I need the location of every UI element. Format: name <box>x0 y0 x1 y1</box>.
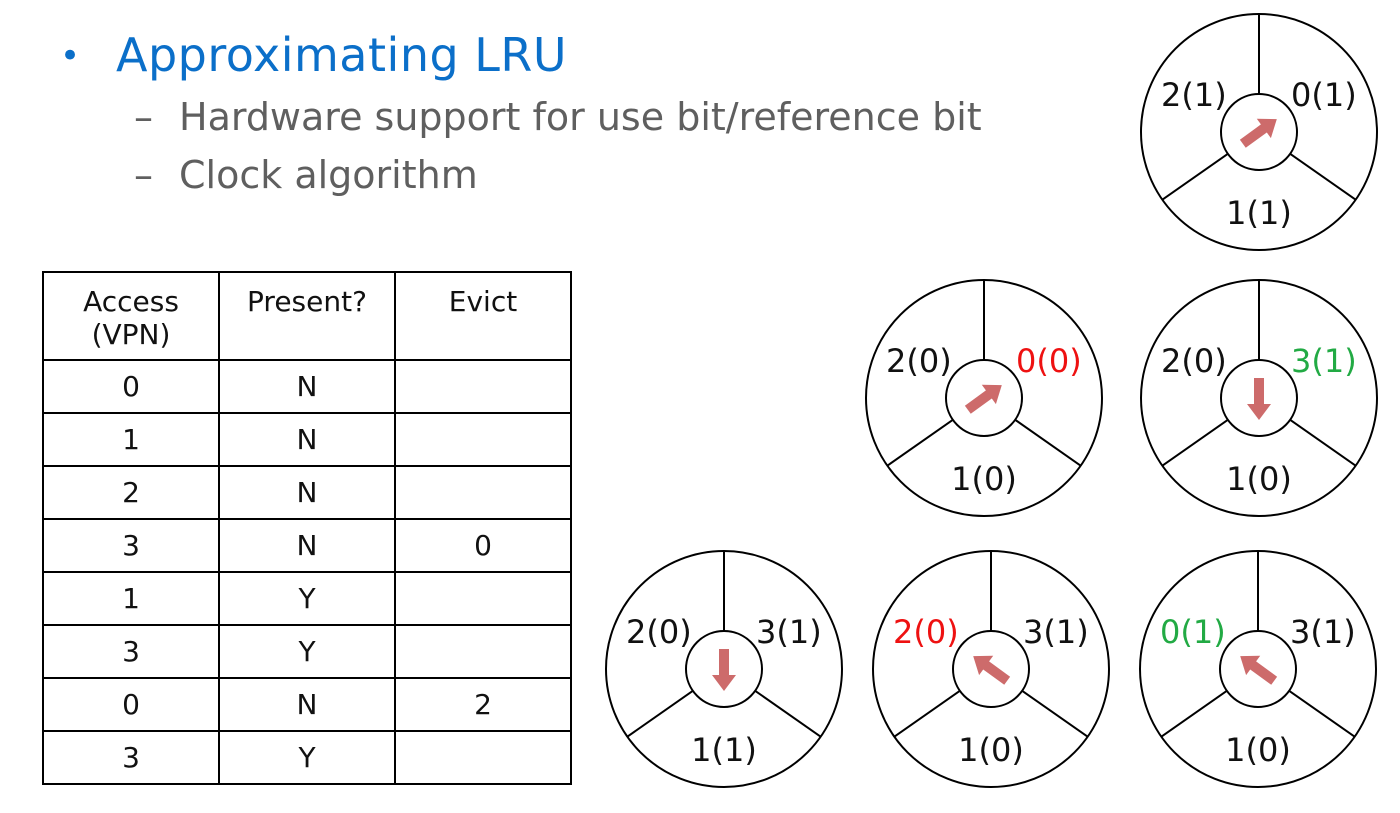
clock-pointer-arrow <box>1247 378 1271 420</box>
cell-evict <box>394 571 572 626</box>
cell-present: Y <box>218 571 396 626</box>
clock-label-right: 0(1) <box>1291 76 1357 114</box>
cell-present: N <box>218 465 396 520</box>
clock-label-bottom: 1(0) <box>1226 460 1292 498</box>
cell-evict <box>394 624 572 679</box>
clock-3: 2(0) 3(1) 1(0) <box>1140 279 1378 517</box>
cell-present: Y <box>218 730 396 785</box>
clock-divider <box>1288 689 1356 738</box>
cell-evict <box>394 730 572 785</box>
clock-pointer-arrow <box>1240 655 1278 685</box>
cell-present: N <box>218 677 396 732</box>
cell-access: 1 <box>42 412 220 467</box>
cell-access: 0 <box>42 359 220 414</box>
clock-label-right: 3(1) <box>1290 613 1356 651</box>
cell-present: N <box>218 359 396 414</box>
clock-label-right: 3(1) <box>1023 613 1089 651</box>
cell-present: N <box>218 518 396 573</box>
cell-access: 3 <box>42 518 220 573</box>
sub-item-hardware: –Hardware support for use bit/reference … <box>134 95 982 139</box>
cell-evict <box>394 359 572 414</box>
clock-label-left: 2(1) <box>1161 76 1227 114</box>
bullet-dot: • <box>60 36 81 76</box>
clock-6: 0(1) 3(1) 1(0) <box>1139 550 1377 788</box>
clock-label-left: 2(0) <box>626 613 692 651</box>
clock-divider <box>1160 689 1228 738</box>
clock-label-left: 2(0) <box>886 342 952 380</box>
clock-divider <box>1014 418 1082 467</box>
cell-present: Y <box>218 624 396 679</box>
table-header-row: Access (VPN) Present? Evict <box>42 271 572 361</box>
cell-present: N <box>218 412 396 467</box>
clock-pointer-arrow <box>964 384 1002 414</box>
clock-divider <box>886 418 954 467</box>
clock-label-left: 2(0) <box>1161 342 1227 380</box>
clock-divider <box>1289 152 1357 201</box>
clock-label-bottom: 1(0) <box>958 731 1024 769</box>
clock-divider <box>626 689 694 738</box>
cell-access: 1 <box>42 571 220 626</box>
clock-label-right: 3(1) <box>1291 342 1357 380</box>
clock-label-left: 2(0) <box>893 613 959 651</box>
clock-label-bottom: 1(1) <box>1226 194 1292 232</box>
clock-2: 2(0) 0(0) 1(0) <box>865 279 1103 517</box>
clock-1: 2(1) 0(1) 1(1) <box>1140 13 1378 251</box>
clock-label-right: 3(1) <box>756 613 822 651</box>
clock-label-left: 0(1) <box>1160 613 1226 651</box>
clock-4: 2(0) 3(1) 1(1) <box>605 550 843 788</box>
sub-item-text: Clock algorithm <box>179 153 478 197</box>
cell-access: 3 <box>42 730 220 785</box>
header-present: Present? <box>218 271 396 361</box>
slide-heading: Approximating LRU <box>116 28 568 82</box>
clock-pointer-arrow <box>712 649 736 691</box>
clock-divider <box>754 689 822 738</box>
cell-evict: 2 <box>394 677 572 732</box>
clock-label-bottom: 1(1) <box>691 731 757 769</box>
sub-item-clock: –Clock algorithm <box>134 153 478 197</box>
clock-label-right: 0(0) <box>1016 342 1082 380</box>
clock-label-bottom: 1(0) <box>951 460 1017 498</box>
cell-evict <box>394 412 572 467</box>
clock-pointer-arrow <box>1239 118 1277 148</box>
cell-access: 3 <box>42 624 220 679</box>
cell-access: 0 <box>42 677 220 732</box>
clock-divider <box>1161 152 1229 201</box>
header-access: Access (VPN) <box>42 271 220 361</box>
cell-evict <box>394 465 572 520</box>
clock-divider <box>893 689 961 738</box>
clock-divider <box>1161 418 1229 467</box>
header-evict: Evict <box>394 271 572 361</box>
clock-5: 2(0) 3(1) 1(0) <box>872 550 1110 788</box>
cell-access: 2 <box>42 465 220 520</box>
sub-item-text: Hardware support for use bit/reference b… <box>179 95 982 139</box>
cell-evict: 0 <box>394 518 572 573</box>
clock-pointer-arrow <box>973 655 1011 685</box>
clock-divider <box>1021 689 1089 738</box>
clock-divider <box>1289 418 1357 467</box>
clock-label-bottom: 1(0) <box>1225 731 1291 769</box>
